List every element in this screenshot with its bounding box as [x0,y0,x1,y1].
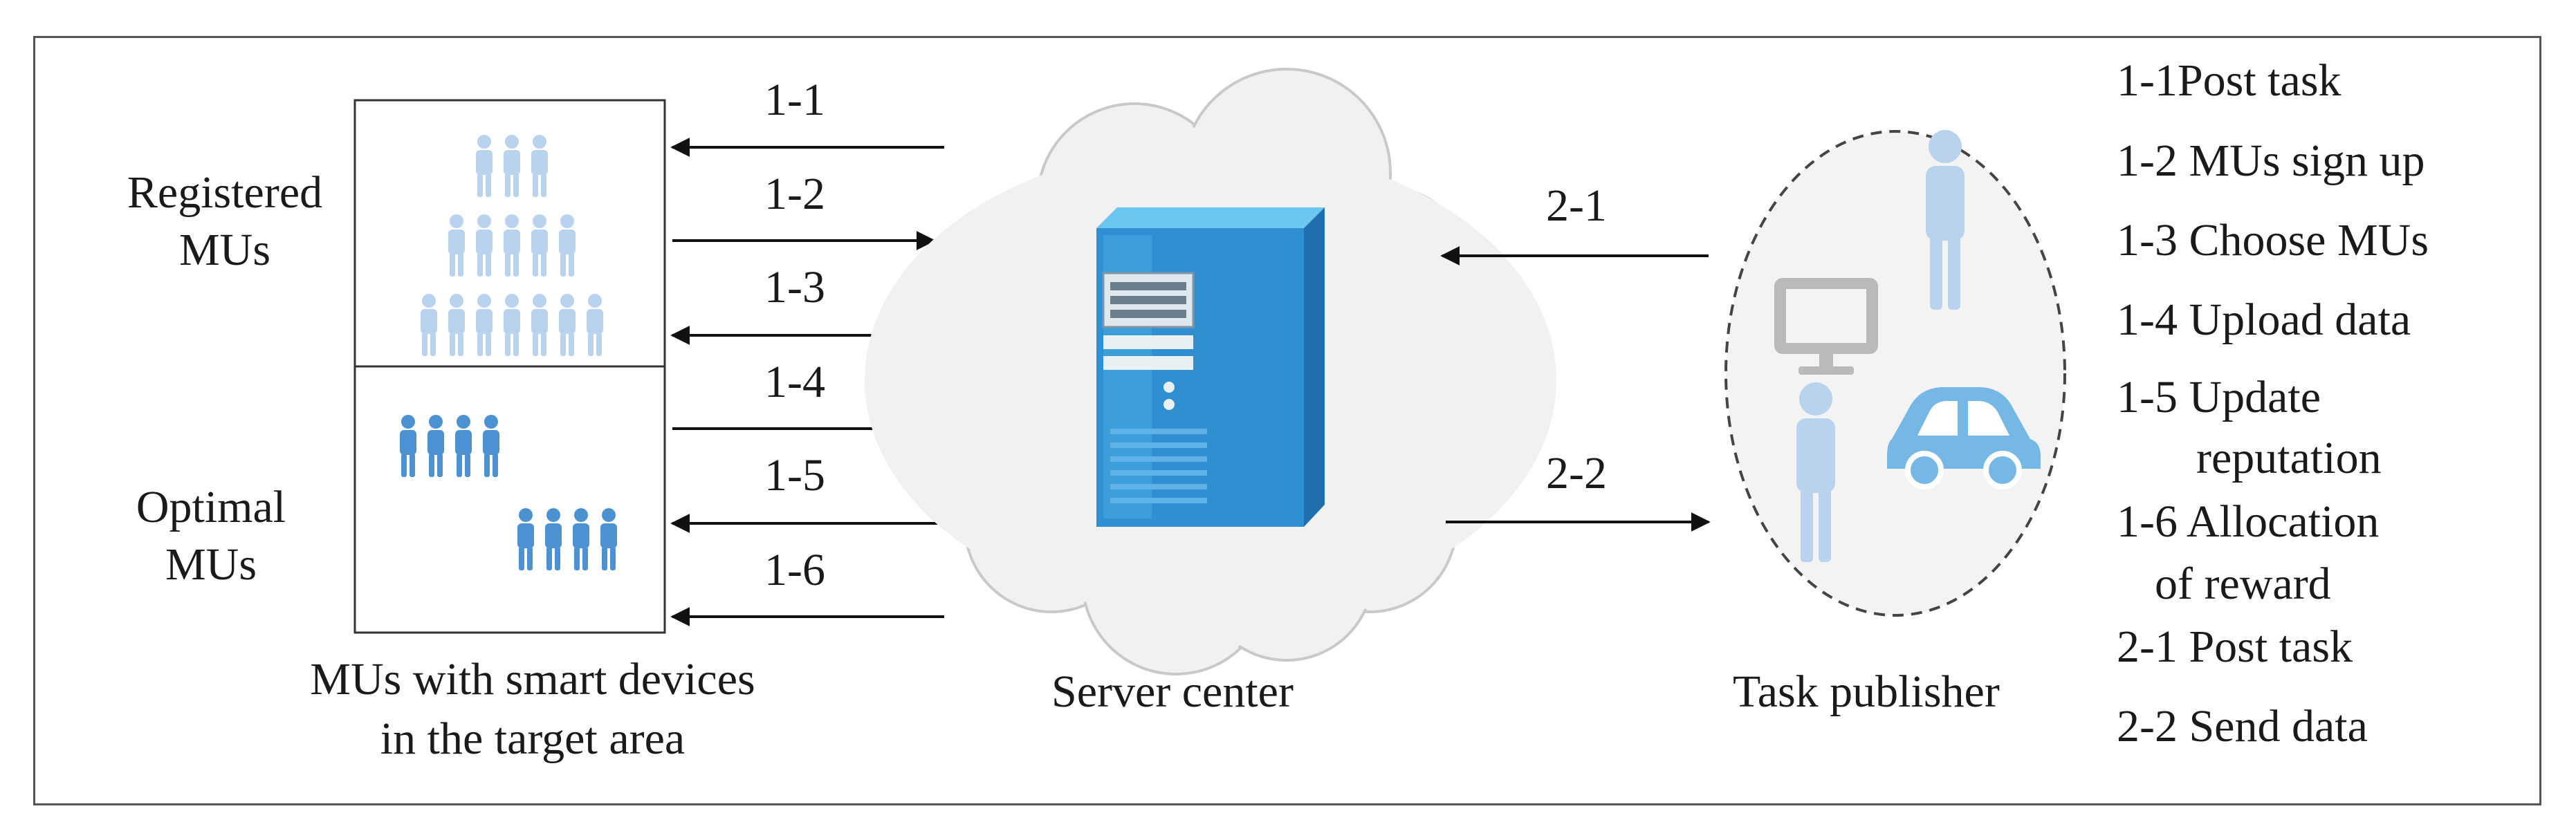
legend-item-1-6-cont: of reward [2155,559,2331,609]
legend-item-1-5-cont: reputation [2196,433,2382,483]
legend-item-1-3: 1-3 Choose MUs [2117,215,2429,265]
legend-item-1-1: 1-1Post task [2117,55,2342,106]
car-icon [1887,387,2041,489]
optimal-mus-crowd [400,415,617,570]
registered-mus-text: Registered MUs [127,167,323,275]
mus-caption: MUs with smart devices in the target are… [249,650,816,769]
monitor-icon [1774,278,1878,375]
arrow-label-1-3: 1-3 [764,262,825,312]
legend-item-1-4: 1-4 Upload data [2117,295,2411,345]
optimal-mus-label: Optimal MUs [107,479,315,594]
arrow-label-1-4: 1-4 [764,357,825,407]
legend-item-1-2: 1-2 MUs sign up [2117,136,2425,186]
arrow-label-1-1: 1-1 [764,75,825,125]
registered-mus-crowd [421,135,603,356]
arrow-label-2-1: 2-1 [1546,180,1607,231]
optimal-mus-text: Optimal MUs [136,482,286,590]
task-publisher-label: Task publisher [1733,666,2000,717]
legend-item-2-1: 2-1 Post task [2117,622,2353,672]
mus-caption-line2: in the target area [380,713,686,764]
diagram-frame [33,36,2541,805]
task-publisher-ellipse [1724,130,2066,617]
server-icon [1096,207,1325,527]
legend-item-1-6: 1-6 Allocation [2117,496,2380,547]
optimal-mus-box [353,365,666,634]
server-center-label: Server center [1051,666,1294,717]
legend-item-1-5: 1-5 Update [2117,372,2321,422]
legend-item-2-2: 2-2 Send data [2117,701,2368,752]
arrow-label-1-6: 1-6 [764,545,825,595]
arrow-label-2-2: 2-2 [1546,448,1607,498]
arrow-label-1-5: 1-5 [764,450,825,501]
mus-caption-line1: MUs with smart devices [310,654,755,704]
registered-mus-label: Registered MUs [107,165,342,279]
arrow-label-1-2: 1-2 [764,169,825,219]
